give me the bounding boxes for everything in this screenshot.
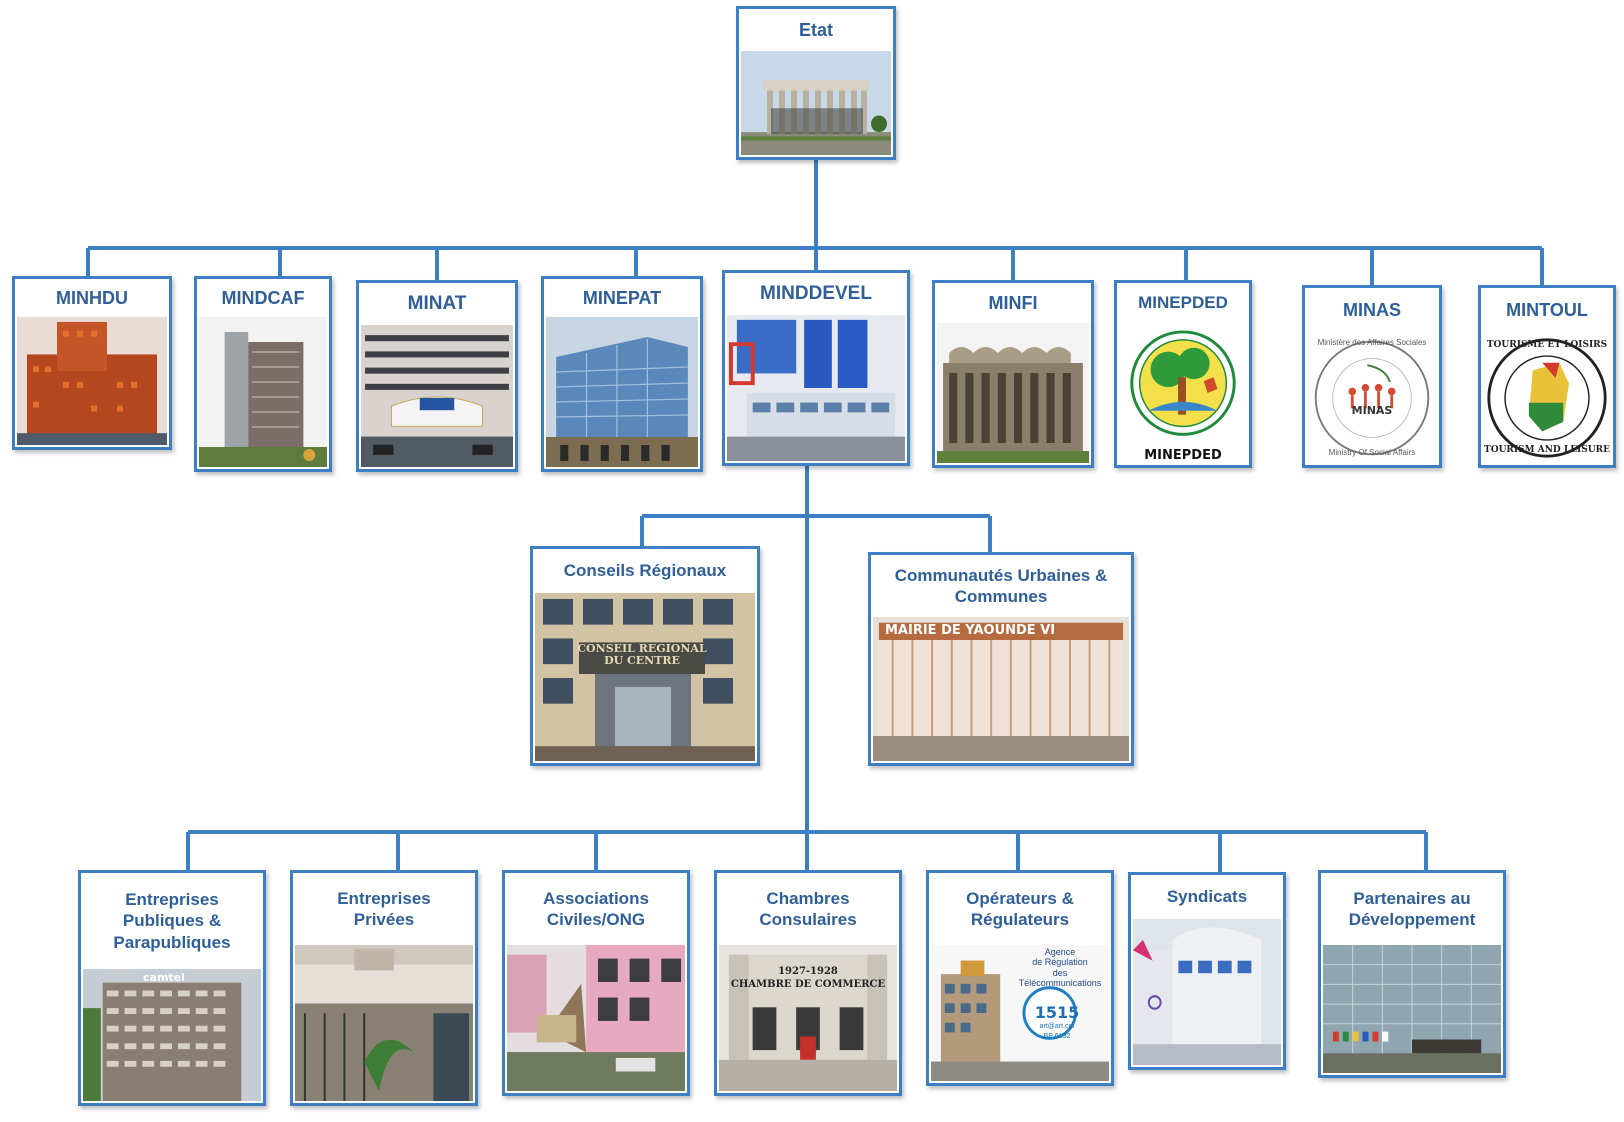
node-label: MINEPAT [582, 287, 662, 308]
node-chambres-consulaires: Chambres Consulaires 1927-1928 CHAMBRE D… [714, 870, 902, 1096]
node-label: MINEPDED [1138, 293, 1228, 313]
minddevel-building-image [727, 315, 905, 461]
node-minat: MINAT [356, 280, 518, 472]
node-label: Communautés Urbaines & Communes [894, 565, 1108, 606]
glass-building-flags-image [1323, 945, 1501, 1073]
finance-building-image [937, 323, 1089, 463]
mintoul-logo-bottom-text: TOURISM AND LEISURE [1484, 445, 1610, 455]
node-operateurs-regulateurs: Opérateurs & Régulateurs Agence de Régul… [926, 870, 1114, 1086]
node-label: Associations Civiles/ONG [543, 888, 649, 929]
grey-tower-image [199, 317, 327, 467]
node-label: Opérateurs & Régulateurs [966, 888, 1074, 929]
node-minepat: MINEPAT [541, 276, 703, 472]
node-label: Entreprises Privées [337, 888, 431, 929]
node-partenaires-developpement: Partenaires au Développement [1318, 870, 1506, 1078]
node-communautes-urbaines: Communautés Urbaines & Communes MAIRIE D… [868, 552, 1134, 766]
node-minhdu: MINHDU [12, 276, 172, 450]
node-minddevel: MINDDEVEL [722, 270, 910, 466]
node-entreprises-privees: Entreprises Privées [290, 870, 478, 1106]
white-office-image [361, 325, 513, 467]
node-entreprises-publiques: Entreprises Publiques & Parapubliques ca… [78, 870, 266, 1106]
node-label: MINHDU [56, 287, 128, 308]
orange-building-image [17, 317, 167, 445]
node-syndicats: Syndicats [1128, 872, 1286, 1070]
node-associations-civiles: Associations Civiles/ONG [502, 870, 690, 1096]
regional-council-sign: CONSEIL REGIONAL DU CENTRE [577, 642, 707, 668]
regional-council-image: CONSEIL REGIONAL DU CENTRE [535, 593, 755, 761]
regulator-badge-email: art@art.cm [1039, 1023, 1075, 1030]
private-company-image [295, 945, 473, 1101]
node-label: MINDCAF [221, 287, 305, 308]
node-minas: MINAS Ministère des Affaires Sociales MI… [1302, 285, 1442, 468]
minepded-logo-caption: MINEPDED [1144, 448, 1222, 463]
node-label: Chambres Consulaires [759, 888, 857, 929]
node-label: Syndicats [1166, 887, 1248, 907]
node-label: Entreprises Publiques & Parapubliques [113, 890, 231, 952]
minas-logo-bottom-text: Ministry Of Social Affairs [1328, 448, 1416, 457]
mintoul-logo-top-text: TOURISME ET LOISIRS [1486, 340, 1608, 350]
regulator-badge: 1515 [1034, 1003, 1080, 1022]
camtel-building-image: camtel [83, 969, 261, 1101]
minas-logo-center-text: MINAS [1351, 404, 1393, 417]
camtel-sign: camtel [143, 971, 185, 984]
chamber-sign: 1927-1928 CHAMBRE DE COMMERCE [730, 966, 886, 990]
node-minepded: MINEPDED MINEPDED [1114, 280, 1252, 468]
node-conseils-regionaux: Conseils Régionaux CONSEIL REGIONAL DU C… [530, 546, 760, 766]
telecom-regulator-image: Agence de Régulation des Télécommunicati… [931, 945, 1109, 1081]
node-label: Partenaires au Développement [1348, 888, 1476, 929]
mintoul-logo-image: TOURISME ET LOISIRS TOURISM AND LEISURE [1483, 332, 1611, 463]
node-etat: Etat [736, 6, 896, 160]
node-label: Conseils Régionaux [563, 561, 727, 581]
regulator-badge-box: BP 6132 [1043, 1033, 1071, 1040]
node-label: MINFI [988, 292, 1038, 313]
node-mintoul: MINTOUL TOURISME ET LOISIRS TOURISM AND … [1478, 285, 1616, 468]
minas-logo-image: Ministère des Affaires Sociales MINAS Mi… [1307, 332, 1437, 463]
town-hall-sign: MAIRIE DE YAOUNDE VI [885, 623, 1056, 638]
node-label: MINDDEVEL [760, 283, 872, 305]
blue-glass-building-image [546, 317, 698, 467]
ngo-building-image [507, 945, 685, 1091]
node-minfi: MINFI [932, 280, 1094, 468]
union-building-image [1133, 919, 1281, 1065]
regulator-sign: Agence de Régulation des Télécommunicati… [1018, 947, 1102, 989]
minas-logo-top-text: Ministère des Affaires Sociales [1317, 338, 1427, 347]
minepded-logo-image: MINEPDED [1119, 323, 1247, 463]
node-mindcaf: MINDCAF [194, 276, 332, 472]
presidential-palace-image [741, 51, 891, 155]
node-label: MINTOUL [1506, 299, 1588, 320]
node-label: MINAS [1343, 299, 1401, 320]
node-label: Etat [798, 19, 833, 40]
town-hall-image: MAIRIE DE YAOUNDE VI [873, 617, 1129, 761]
chamber-of-commerce-image: 1927-1928 CHAMBRE DE COMMERCE [719, 945, 897, 1091]
node-label: MINAT [407, 293, 467, 315]
